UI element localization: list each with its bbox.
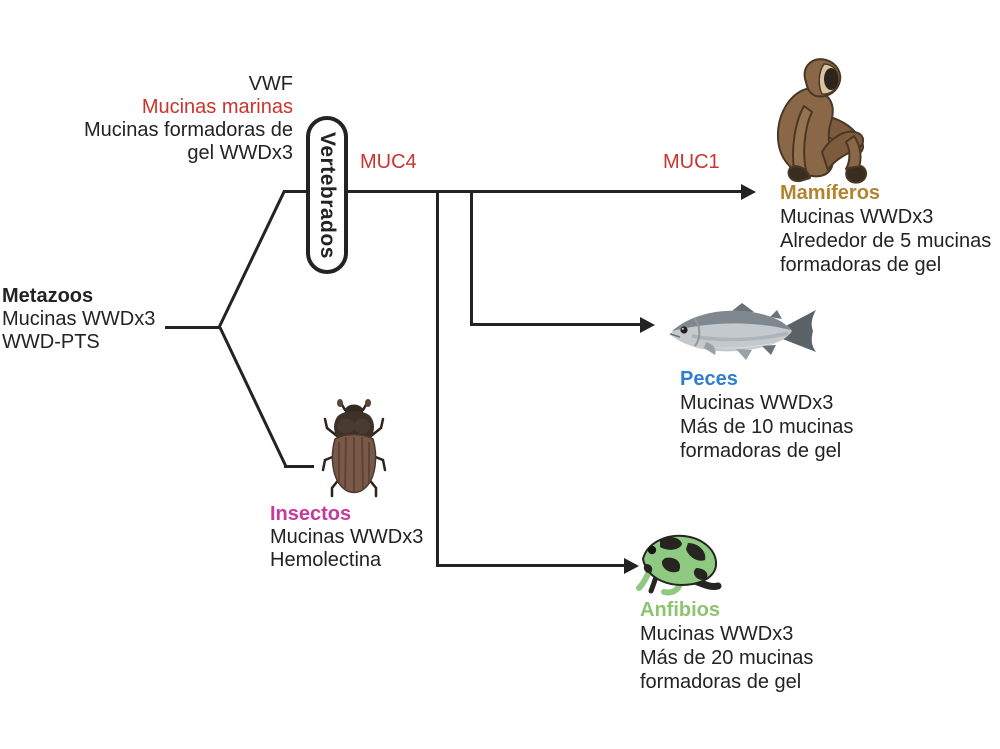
- anfibios-line-2: Más de 20 mucinas: [640, 647, 814, 669]
- fish-vertical-line: [469, 190, 473, 326]
- annotation-formadoras: Mucinas formadoras de: [84, 119, 293, 141]
- vertebrates-annotation: VWF Mucinas marinas Mucinas formadoras d…: [33, 73, 293, 165]
- peces-line-3: formadoras de gel: [680, 440, 842, 462]
- annotation-mucinas-marinas: Mucinas marinas: [141, 96, 293, 118]
- anfibios-line-3: formadoras de gel: [640, 671, 802, 693]
- clade-anfibios: Anfibios Mucinas WWDx3 Más de 20 mucinas…: [640, 598, 813, 694]
- clade-title-peces: Peces: [680, 368, 738, 390]
- clade-peces: Peces Mucinas WWDx3 Más de 10 mucinas fo…: [680, 367, 853, 463]
- branch-line-insects: [218, 326, 288, 468]
- mammals-branch-line: [283, 190, 741, 193]
- clade-title-mamiferos: Mamíferos: [780, 182, 881, 204]
- clade-title-insectos: Insectos: [270, 503, 352, 525]
- muc4-label: MUC4: [360, 151, 417, 173]
- peces-line-1: Mucinas WWDx3: [680, 392, 834, 414]
- amphibians-arrowhead: [624, 557, 639, 574]
- insects-stub-line: [284, 465, 314, 468]
- amphibians-vertical-line: [435, 190, 439, 567]
- monkey-icon: [776, 58, 868, 184]
- insectos-line-1: Mucinas WWDx3: [270, 526, 424, 548]
- root-node-metazoos: Metazoos Mucinas WWDx3 WWD-PTS: [2, 285, 155, 354]
- anfibios-line-1: Mucinas WWDx3: [640, 623, 794, 645]
- root-stem-line: [165, 326, 221, 329]
- annotation-vwf: VWF: [248, 73, 293, 95]
- mammals-arrowhead: [741, 183, 756, 200]
- fish-icon: [669, 303, 816, 360]
- fish-branch-line: [470, 323, 640, 326]
- muc1-label: MUC1: [663, 151, 720, 173]
- clade-mamiferos: Mamíferos Mucinas WWDx3 Alrededor de 5 m…: [780, 181, 991, 277]
- peces-line-2: Más de 10 mucinas: [680, 416, 854, 438]
- amphibians-branch-line: [436, 564, 624, 567]
- mamiferos-line-3: formadoras de gel: [780, 254, 942, 276]
- root-line-1: Mucinas WWDx3: [2, 308, 156, 330]
- mamiferos-line-1: Mucinas WWDx3: [780, 206, 934, 228]
- mamiferos-line-2: Alrededor de 5 mucinas: [780, 230, 992, 252]
- clade-insectos: Insectos Mucinas WWDx3 Hemolectina: [270, 503, 423, 572]
- vertebrates-node-pill: Vertebrados: [306, 116, 348, 274]
- root-line-2: WWD-PTS: [2, 331, 100, 353]
- beetle-icon: [321, 399, 387, 498]
- vertebrates-node-label: Vertebrados: [316, 131, 339, 259]
- fish-arrowhead: [640, 316, 655, 333]
- annotation-gel-wwdx3: gel WWDx3: [187, 142, 293, 164]
- insectos-line-2: Hemolectina: [270, 549, 382, 571]
- clade-title-anfibios: Anfibios: [640, 599, 720, 621]
- frog-icon: [636, 534, 722, 596]
- root-title: Metazoos: [2, 285, 94, 307]
- branch-line-vertebrates: [217, 190, 286, 329]
